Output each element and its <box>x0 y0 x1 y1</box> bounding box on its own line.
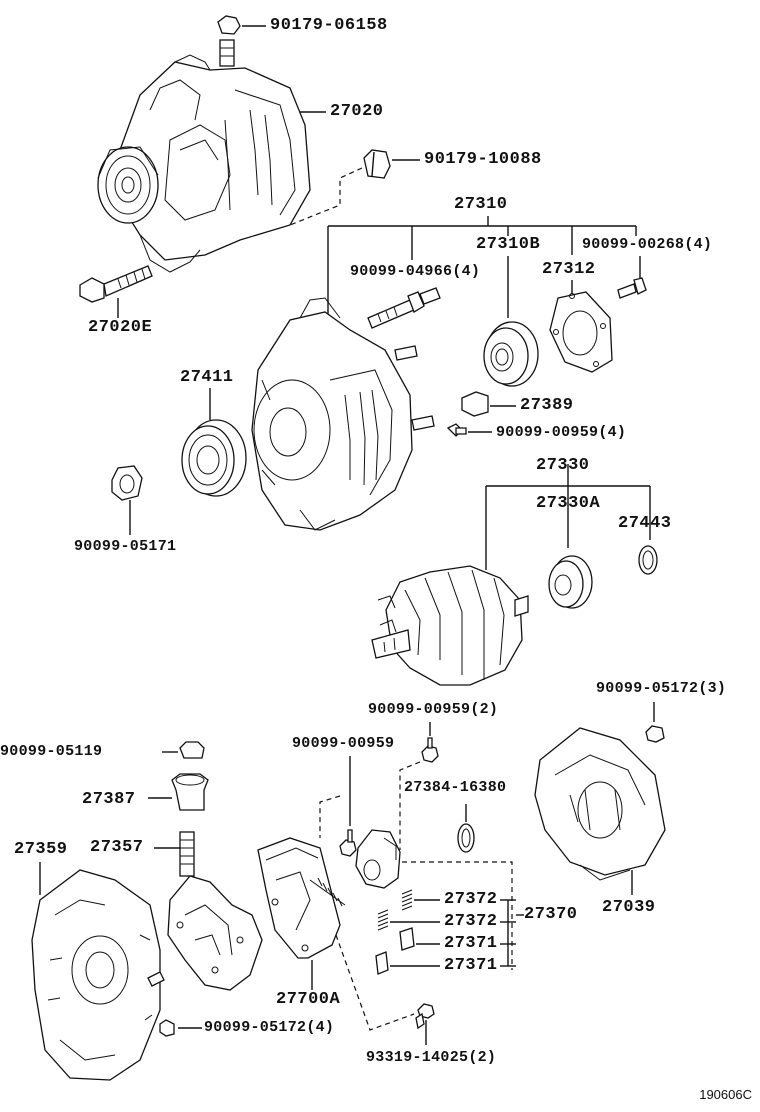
diagram-reference-code: 190606C <box>699 1087 752 1102</box>
cover-ring-icon <box>638 545 658 575</box>
part-label-93319-14025[interactable]: 93319-14025(2) <box>366 1049 497 1066</box>
brush-icon <box>399 927 415 951</box>
part-label-90099-04966[interactable]: 90099-04966(4) <box>350 263 481 280</box>
screw-small-icon <box>446 423 467 437</box>
part-label-90099-00959[interactable]: 90099-00959 <box>292 735 395 752</box>
part-label-27359[interactable]: 27359 <box>14 840 68 859</box>
drive-end-frame-icon <box>251 297 435 531</box>
part-label-90099-00268[interactable]: 90099-00268(4) <box>582 236 713 253</box>
nut-top-icon <box>217 15 241 35</box>
part-label-27372-upper[interactable]: 27372 <box>444 890 498 909</box>
part-label-27371-upper[interactable]: 27371 <box>444 934 498 953</box>
rear-bearing-icon <box>548 555 593 609</box>
pulley-icon <box>181 419 247 497</box>
part-label-27372-lower[interactable]: 27372 <box>444 912 498 931</box>
voltage-regulator-icon <box>257 837 346 959</box>
part-label-90099-05172-4[interactable]: 90099-05172(4) <box>204 1019 335 1036</box>
rear-end-frame-icon <box>31 869 165 1081</box>
terminal-insulator-icon <box>171 773 209 811</box>
regulator-screw-icon <box>339 829 357 857</box>
part-label-90099-05172-3[interactable]: 90099-05172(3) <box>596 680 727 697</box>
part-label-90099-00959-2[interactable]: 90099-00959(2) <box>368 701 499 718</box>
part-label-27387[interactable]: 27387 <box>82 790 136 809</box>
stud-bolt-icon <box>367 287 441 329</box>
part-label-27312[interactable]: 27312 <box>542 260 596 279</box>
part-label-27700a[interactable]: 27700A <box>276 990 341 1009</box>
part-label-27443[interactable]: 27443 <box>618 514 672 533</box>
rectifier-holder-icon <box>167 831 263 991</box>
part-label-27310[interactable]: 27310 <box>454 195 508 214</box>
part-label-27039[interactable]: 27039 <box>602 898 656 917</box>
alternator-assembly-icon <box>97 39 311 273</box>
terminal-screw-icon <box>415 1003 435 1030</box>
brush-2-icon <box>375 951 389 975</box>
screw-plate-icon <box>617 277 647 299</box>
part-label-27371-lower[interactable]: 27371 <box>444 956 498 975</box>
part-label-27020[interactable]: 27020 <box>330 102 384 121</box>
part-label-27310b[interactable]: 27310B <box>476 235 541 254</box>
part-label-27411[interactable]: 27411 <box>180 368 234 387</box>
cap-nut-icon <box>363 149 391 179</box>
part-label-27389[interactable]: 27389 <box>520 396 574 415</box>
frame-nut-icon <box>159 1019 175 1037</box>
part-label-27330[interactable]: 27330 <box>536 456 590 475</box>
rotor-icon <box>371 565 529 686</box>
brush-spring-2-icon <box>377 909 389 931</box>
ball-bearing-icon <box>483 321 539 387</box>
part-label-27370[interactable]: 27370 <box>524 905 578 924</box>
part-label-90099-05171[interactable]: 90099-05171 <box>74 538 177 555</box>
terminal-nut-icon <box>179 741 205 759</box>
part-label-90099-00959-4[interactable]: 90099-00959(4) <box>496 424 627 441</box>
rear-cover-icon <box>534 727 666 881</box>
long-bolt-icon <box>79 265 153 303</box>
part-label-27357[interactable]: 27357 <box>90 838 144 857</box>
part-label-27020e[interactable]: 27020E <box>88 318 153 337</box>
part-label-90179-06158[interactable]: 90179-06158 <box>270 16 388 35</box>
brush-spring-icon <box>401 889 413 911</box>
part-label-27330a[interactable]: 27330A <box>536 494 601 513</box>
part-label-27384-16380[interactable]: 27384-16380 <box>404 779 507 796</box>
part-label-90179-10088[interactable]: 90179-10088 <box>424 150 542 169</box>
insulator-icon <box>461 391 489 417</box>
retainer-plate-icon <box>549 291 613 373</box>
cover-nut-icon <box>645 725 665 743</box>
part-label-90099-05119[interactable]: 90099-05119 <box>0 743 103 760</box>
terminal-ring-icon <box>457 823 475 853</box>
pulley-nut-icon <box>111 465 143 501</box>
brush-holder-screw-icon <box>421 737 439 763</box>
brush-holder-icon <box>355 829 401 889</box>
